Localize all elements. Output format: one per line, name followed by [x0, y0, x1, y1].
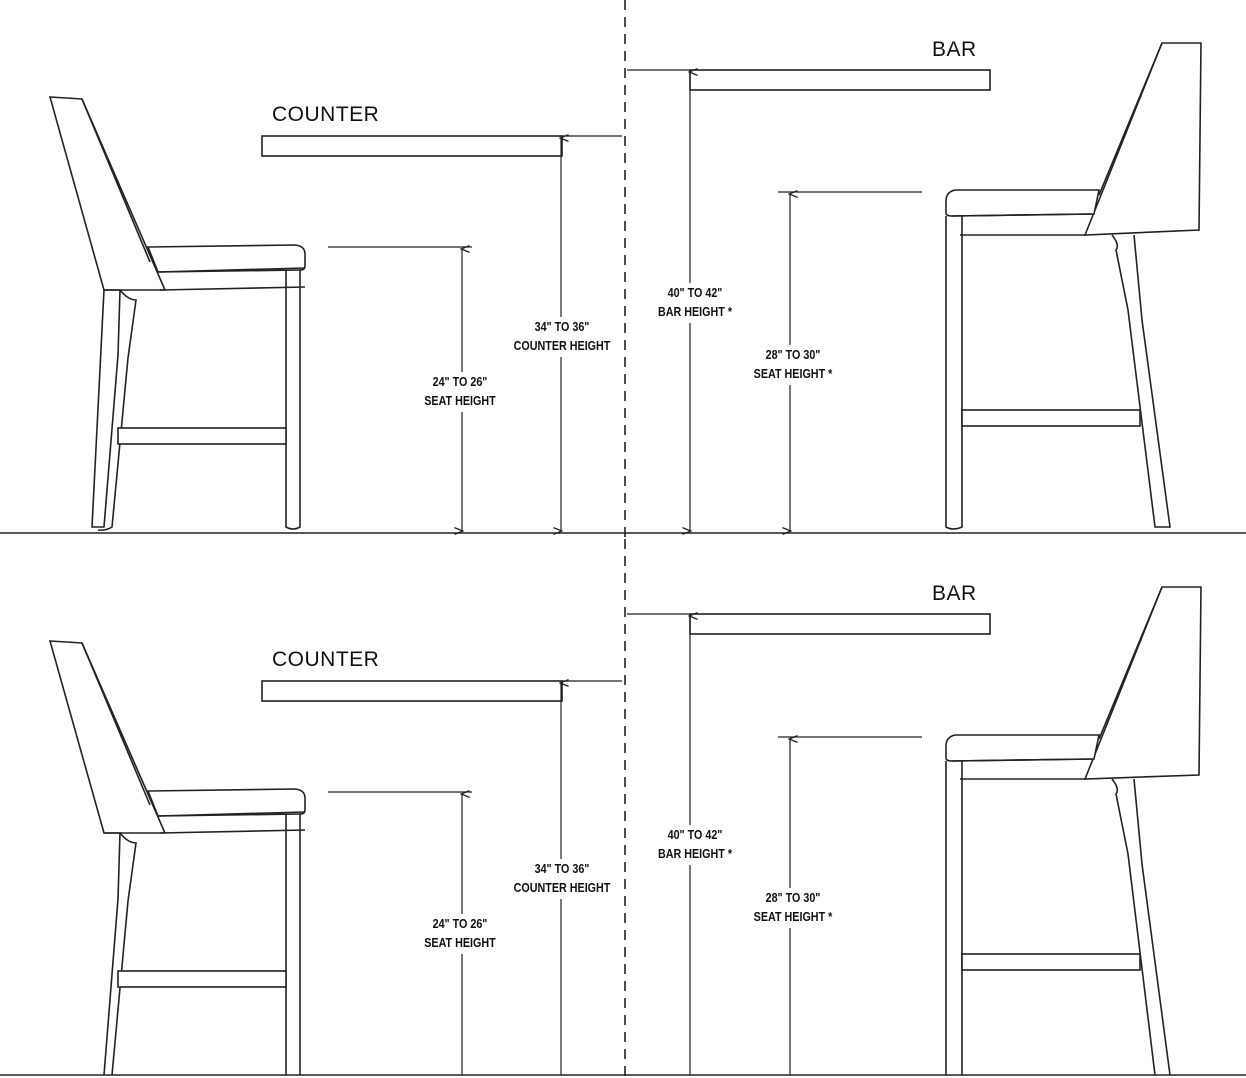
counter-seat-height-caption: SEAT HEIGHT — [424, 936, 496, 950]
diagram-panel-top: COUNTER BAR 24" TO 26" SEAT HEIGHT 34" T… — [0, 0, 1246, 539]
bar-label: BAR — [932, 38, 977, 61]
counter-top — [261, 680, 563, 702]
height-diagram-drawing — [0, 539, 1246, 1078]
bar-stool — [945, 42, 1202, 530]
counter-top — [261, 135, 563, 157]
counter-height-caption: COUNTER HEIGHT — [513, 339, 611, 353]
bar-height-caption: BAR HEIGHT * — [657, 305, 733, 319]
bar-seat-height-annotation: 28" TO 30" SEAT HEIGHT * — [740, 345, 846, 385]
bar-label: BAR — [932, 582, 977, 605]
counter-height-annotation: 34" TO 36" COUNTER HEIGHT — [500, 859, 624, 899]
diagram-panel-bottom: COUNTER BAR 24" TO 26" SEAT HEIGHT 34" T… — [0, 539, 1246, 1078]
counter-seat-height-range: 24" TO 26" — [432, 375, 488, 389]
counter-height-range: 34" TO 36" — [534, 320, 590, 334]
bar-stool — [945, 586, 1202, 1076]
bar-top — [689, 69, 991, 91]
counter-stool — [48, 96, 306, 531]
bar-seat-height-caption: SEAT HEIGHT * — [753, 910, 833, 924]
height-diagram-drawing — [0, 0, 1246, 539]
counter-height-annotation: 34" TO 36" COUNTER HEIGHT — [500, 317, 624, 357]
counter-height-range: 34" TO 36" — [534, 862, 590, 876]
bar-seat-height-range: 28" TO 30" — [765, 348, 821, 362]
counter-stool — [48, 640, 306, 1076]
bar-seat-height-caption: SEAT HEIGHT * — [753, 367, 833, 381]
bar-height-range: 40" TO 42" — [667, 286, 723, 300]
counter-seat-height-annotation: 24" TO 26" SEAT HEIGHT — [410, 914, 510, 954]
bar-height-annotation: 40" TO 42" BAR HEIGHT * — [642, 825, 748, 865]
bar-seat-height-annotation: 28" TO 30" SEAT HEIGHT * — [740, 888, 846, 928]
bar-height-caption: BAR HEIGHT * — [657, 847, 733, 861]
counter-seat-height-annotation: 24" TO 26" SEAT HEIGHT — [410, 372, 510, 412]
counter-height-caption: COUNTER HEIGHT — [513, 881, 611, 895]
bar-seat-height-range: 28" TO 30" — [765, 891, 821, 905]
counter-label: COUNTER — [272, 648, 380, 671]
bar-height-annotation: 40" TO 42" BAR HEIGHT * — [642, 283, 748, 323]
counter-label: COUNTER — [272, 103, 380, 126]
bar-height-range: 40" TO 42" — [667, 828, 723, 842]
counter-seat-height-range: 24" TO 26" — [432, 917, 488, 931]
counter-seat-height-caption: SEAT HEIGHT — [424, 394, 496, 408]
bar-top — [689, 613, 991, 635]
